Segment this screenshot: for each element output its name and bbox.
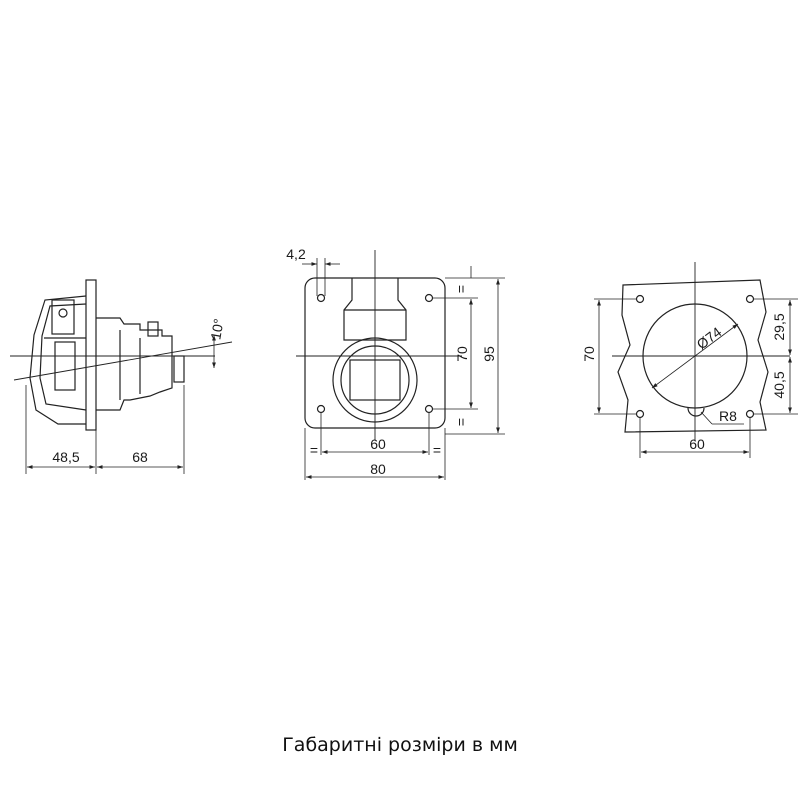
lower-offset-label: 40,5 — [771, 371, 787, 398]
cutout-hole — [745, 409, 755, 419]
caption: Габаритні розміри в мм — [282, 734, 518, 756]
front-hole-spacing-v-label: 70 — [454, 346, 470, 362]
cutout-hole — [635, 294, 645, 304]
side-lid-latch — [51, 299, 75, 335]
side-lid — [29, 295, 87, 425]
depth-front-label: 48,5 — [52, 449, 79, 465]
front-mount-hole — [424, 293, 434, 303]
plate-width-label: 80 — [370, 461, 386, 477]
circle-diameter-label: Ø74 — [694, 324, 725, 353]
equal-mark: = — [310, 442, 318, 458]
upper-offset-label: 29,5 — [771, 313, 787, 340]
cutout-notch — [687, 407, 705, 417]
equal-mark: = — [453, 418, 469, 426]
cutout-hole-spacing-h-label: 60 — [689, 436, 705, 452]
side-view — [10, 279, 233, 474]
front-mount-hole — [316, 404, 326, 414]
front-hole-spacing-h-label: 60 — [370, 436, 386, 452]
equal-mark: = — [453, 285, 469, 293]
notch-radius-label: R8 — [719, 408, 737, 424]
cutout-hole-spacing-v-label: 70 — [581, 346, 597, 362]
cutout-diameter-line — [651, 323, 739, 389]
cutout-outline — [617, 279, 769, 433]
hole-offset-label: 4,2 — [286, 246, 306, 262]
depth-back-label: 68 — [132, 449, 148, 465]
plate-height-label: 95 — [481, 346, 497, 362]
cutout-hole — [745, 294, 755, 304]
front-view — [296, 250, 505, 480]
side-angle-line — [13, 341, 233, 381]
front-mount-hole — [424, 404, 434, 414]
angle-label: 10° — [207, 317, 226, 341]
front-mount-hole — [316, 293, 326, 303]
cutout-view — [594, 262, 798, 458]
side-rear-body — [96, 317, 173, 411]
cutout-hole — [635, 409, 645, 419]
side-mounting-plate — [85, 279, 97, 431]
equal-mark: = — [433, 442, 441, 458]
